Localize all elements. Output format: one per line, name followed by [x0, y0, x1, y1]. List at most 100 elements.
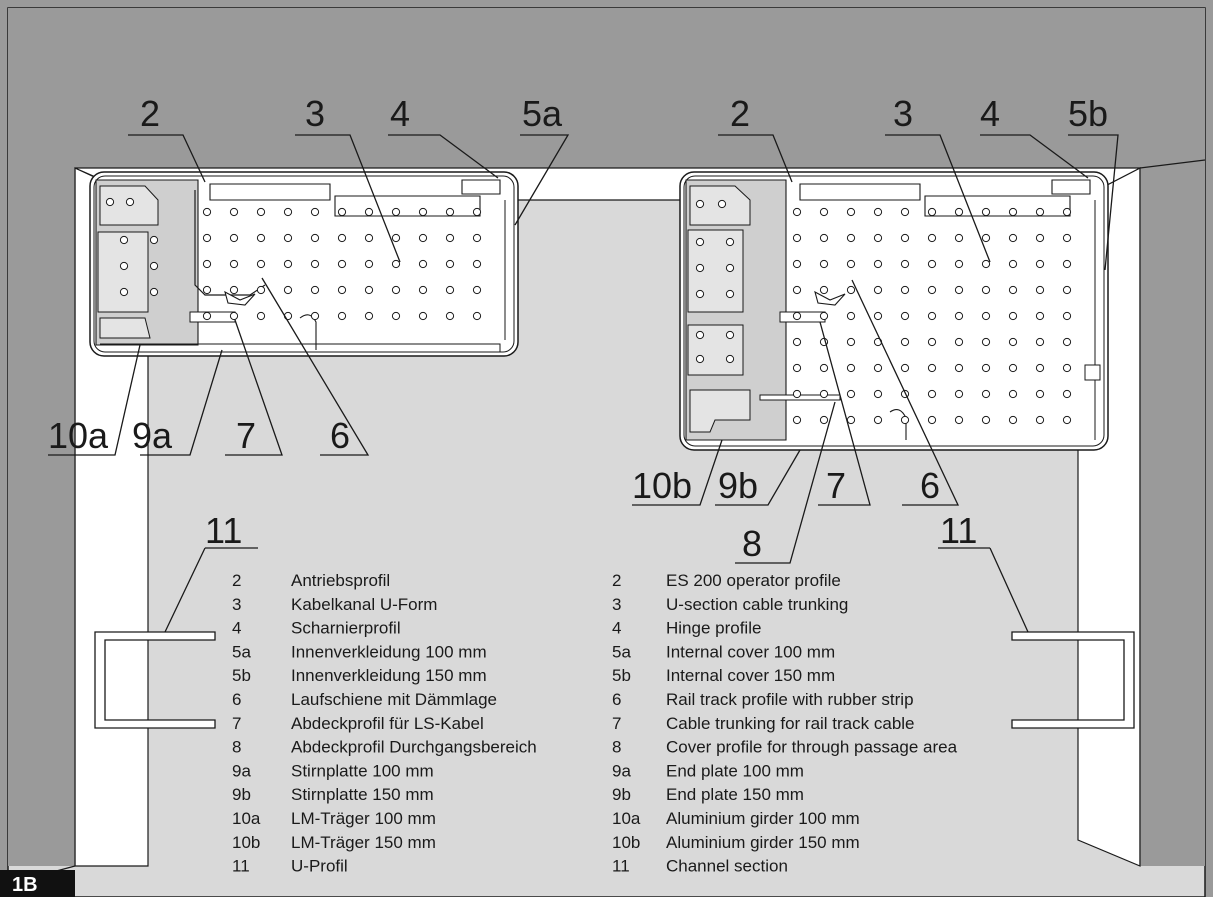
hole-dot	[391, 207, 401, 217]
hole-dot	[1008, 285, 1018, 295]
hole-dot	[1008, 259, 1018, 269]
legend-en-item-text: Cover profile for through passage area	[666, 738, 958, 757]
hole-dot	[202, 285, 212, 295]
hole-dot	[927, 233, 937, 243]
hole-dot	[954, 337, 964, 347]
legend-de-item-number: 4	[232, 619, 241, 638]
hole-dot	[873, 207, 883, 217]
legend-de-item-text: Abdeckprofil Durchgangsbereich	[291, 738, 537, 757]
legend-en-item-number: 2	[612, 571, 621, 590]
hole-dot	[310, 233, 320, 243]
hole-dot	[792, 415, 802, 425]
callout-left-6: 6	[330, 415, 350, 456]
hole-dot	[445, 207, 455, 217]
hole-dot	[873, 389, 883, 399]
ceiling-band	[8, 8, 1205, 168]
legend-en-item-text: End plate 100 mm	[666, 761, 804, 780]
hole-dot	[954, 259, 964, 269]
legend-en-item-text: Aluminium girder 100 mm	[666, 809, 860, 828]
hole-dot	[149, 261, 159, 271]
hole-dot	[283, 259, 293, 269]
hole-dot	[472, 311, 482, 321]
legend-en-item-number: 6	[612, 690, 621, 709]
hole-dot	[472, 207, 482, 217]
legend-de-item-text: LM-Träger 100 mm	[291, 809, 436, 828]
hole-dot	[927, 415, 937, 425]
hole-dot	[391, 233, 401, 243]
callout-right-9b: 9b	[718, 465, 758, 506]
hole-dot	[310, 207, 320, 217]
hole-dot	[846, 311, 856, 321]
hole-dot	[927, 207, 937, 217]
hole-dot	[954, 285, 964, 295]
hole-dot	[1062, 233, 1072, 243]
hole-dot	[900, 337, 910, 347]
callout-right-8: 8	[742, 523, 762, 564]
hole-dot	[229, 259, 239, 269]
hole-dot	[1008, 389, 1018, 399]
hole-dot	[256, 259, 266, 269]
hole-dot	[725, 237, 735, 247]
hole-dot	[1035, 233, 1045, 243]
callout-right-3: 3	[893, 93, 913, 134]
hole-dot	[229, 285, 239, 295]
hole-dot	[1035, 285, 1045, 295]
hole-dot	[900, 207, 910, 217]
hole-dot	[819, 363, 829, 373]
hole-dot	[900, 285, 910, 295]
callout-right-2: 2	[730, 93, 750, 134]
legend-en-item-text: End plate 150 mm	[666, 785, 804, 804]
hole-dot	[337, 207, 347, 217]
hole-dot	[819, 311, 829, 321]
hole-dot	[125, 197, 135, 207]
hole-dot	[900, 233, 910, 243]
legend-de-item-text: Innenverkleidung 100 mm	[291, 642, 487, 661]
hole-dot	[900, 363, 910, 373]
callout-right-4: 4	[980, 93, 1000, 134]
callout-left-2: 2	[140, 93, 160, 134]
hole-dot	[337, 233, 347, 243]
hole-dot	[256, 233, 266, 243]
hole-dot	[418, 259, 428, 269]
hole-dot	[418, 311, 428, 321]
hole-dot	[981, 389, 991, 399]
callout-right-11: 11	[940, 510, 977, 551]
hole-dot	[981, 415, 991, 425]
hole-dot	[119, 287, 129, 297]
callout-right-7: 7	[826, 465, 846, 506]
hole-dot	[846, 259, 856, 269]
hole-dot	[695, 289, 705, 299]
legend-de-item-text: U-Profil	[291, 857, 348, 876]
legend-en-item-number: 5a	[612, 642, 631, 661]
hole-dot	[1035, 363, 1045, 373]
hole-dot	[792, 389, 802, 399]
callout-left-3: 3	[305, 93, 325, 134]
hole-dot	[927, 363, 937, 373]
legend-en-item-text: Cable trunking for rail track cable	[666, 714, 915, 733]
legend-de-item-number: 6	[232, 690, 241, 709]
hole-dot	[364, 285, 374, 295]
hole-dot	[927, 259, 937, 269]
hole-dot	[900, 415, 910, 425]
legend-en-item-text: Internal cover 100 mm	[666, 642, 835, 661]
hole-dot	[873, 415, 883, 425]
hole-dot	[954, 389, 964, 399]
hole-dot	[364, 233, 374, 243]
hole-dot	[1035, 259, 1045, 269]
legend-de-item-number: 9a	[232, 761, 251, 780]
hole-dot	[229, 207, 239, 217]
legend-de-item-text: Stirnplatte 150 mm	[291, 785, 434, 804]
legend-en-item-number: 7	[612, 714, 621, 733]
legend-de-item-text: Scharnierprofil	[291, 619, 401, 638]
hole-dot	[695, 330, 705, 340]
hole-dot	[1062, 285, 1072, 295]
callout-right-5b: 5b	[1068, 93, 1108, 134]
hole-dot	[695, 263, 705, 273]
callout-left-11: 11	[205, 510, 242, 551]
hole-dot	[310, 285, 320, 295]
hole-dot	[445, 233, 455, 243]
hole-dot	[846, 415, 856, 425]
legend-de-item-text: Kabelkanal U-Form	[291, 595, 437, 614]
hole-dot	[283, 207, 293, 217]
